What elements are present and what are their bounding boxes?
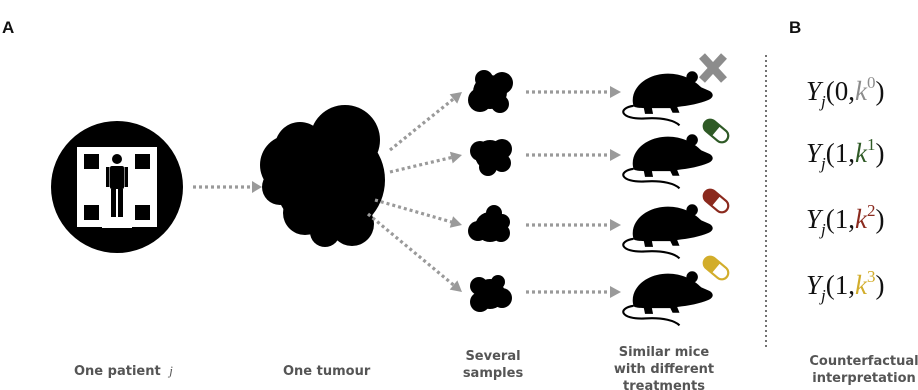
formula-0: Yj(0,k0) <box>806 73 885 111</box>
caption-counterfactual-2: interpretation <box>812 371 916 386</box>
caption-tumour: One tumour <box>283 364 371 379</box>
sample-3 <box>468 205 510 242</box>
samples-group <box>468 70 513 312</box>
caption-samples-2: samples <box>463 366 524 381</box>
caption-samples-1: Several <box>465 349 520 364</box>
mouse-1 <box>622 70 714 127</box>
arrow-sample-to-mouse-3 <box>526 219 621 231</box>
mice-group <box>622 53 730 327</box>
arrow-sample-to-mouse-1 <box>526 86 621 98</box>
arrow-tumour-to-sample-4 <box>366 212 462 292</box>
formula-2: Yj(1,k2) <box>806 201 885 239</box>
caption-patient-text: One patient <box>74 364 161 379</box>
sample-1 <box>468 70 513 113</box>
caption-patient-var: j <box>167 363 173 378</box>
tumour-icon <box>260 105 385 247</box>
panel-letter-a: A <box>2 18 14 37</box>
arrow-tumour-to-sample-1 <box>388 92 462 152</box>
formula-3: Yj(1,k3) <box>806 267 885 305</box>
arrow-patient-to-tumour <box>193 181 262 193</box>
mouse-3 <box>622 203 714 260</box>
caption-mice-1: Similar mice <box>619 345 710 360</box>
mouse-4 <box>622 270 714 327</box>
arrows-group <box>366 86 621 298</box>
caption-counterfactual-1: Counterfactual <box>809 354 918 369</box>
sample-2 <box>470 139 512 176</box>
panel-letter-b: B <box>789 18 801 37</box>
mouse-2 <box>622 133 714 190</box>
pill-icon-3 <box>702 255 730 281</box>
formulas-group: Yj(0,k0) Yj(1,k1) Yj(1,k2) Yj(1,k3) <box>806 73 885 305</box>
pill-icon-2 <box>702 188 730 214</box>
sample-4 <box>470 275 512 312</box>
caption-patient: One patient j <box>74 363 173 379</box>
arrow-sample-to-mouse-4 <box>526 286 621 298</box>
patient-icon <box>51 121 183 253</box>
cross-icon <box>699 53 727 83</box>
arrow-sample-to-mouse-2 <box>526 149 621 161</box>
pill-icon-1 <box>702 118 730 144</box>
formula-1: Yj(1,k1) <box>806 135 885 173</box>
arrow-tumour-to-sample-3 <box>374 198 462 228</box>
arrow-tumour-to-sample-2 <box>389 151 462 174</box>
caption-mice-3: treatments <box>623 379 705 390</box>
caption-mice-2: with different <box>614 362 714 377</box>
